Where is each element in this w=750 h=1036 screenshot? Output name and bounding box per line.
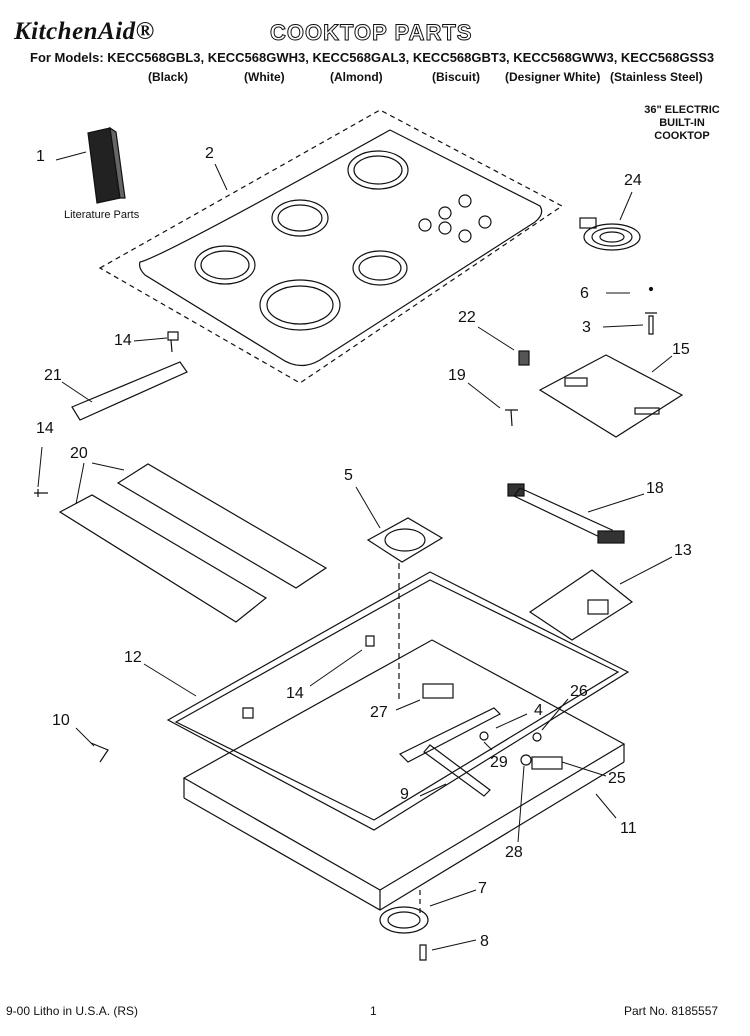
callout-26: 26: [570, 683, 588, 700]
footer-page-number: 1: [370, 1004, 377, 1018]
brand-logo: KitchenAid®: [14, 18, 155, 45]
callout-20: 20: [70, 445, 88, 462]
callout-2: 2: [205, 145, 214, 162]
clip-10: [90, 742, 109, 763]
callout-28: 28: [505, 844, 523, 861]
color-label-almond: (Almond): [330, 70, 383, 84]
callout-9: 9: [400, 786, 409, 803]
callout-14-b: 14: [36, 420, 54, 437]
callout-5: 5: [344, 467, 353, 484]
cooktop-glass: [98, 109, 564, 384]
literature-booklet: [87, 126, 126, 204]
callout-29: 29: [490, 754, 508, 771]
bracket-21: [71, 361, 188, 421]
product-description: 36" ELECTRIC BUILT-IN COOKTOP: [622, 104, 742, 143]
callout-12: 12: [124, 649, 142, 666]
screw-14-b: [34, 489, 48, 497]
callout-11: 11: [620, 820, 637, 837]
bracket-9: [398, 707, 502, 763]
callout-19: 19: [448, 367, 466, 384]
screw-8: [419, 944, 427, 961]
callout-21: 21: [44, 367, 62, 384]
burner-box: [182, 639, 626, 911]
callout-22: 22: [458, 309, 476, 326]
product-line-2: BUILT-IN: [659, 117, 705, 129]
spacer-22: [518, 350, 530, 366]
callout-15: 15: [672, 341, 690, 358]
callout-18: 18: [646, 480, 664, 497]
callout-13: 13: [674, 542, 692, 559]
color-label-designer-white: (Designer White): [505, 70, 601, 84]
color-label-black: (Black): [148, 70, 189, 84]
screw-3: [645, 312, 657, 335]
literature-label: Literature Parts: [64, 209, 140, 221]
callout-4: 4: [534, 702, 543, 719]
bracket-27: [422, 683, 454, 699]
models-line: For Models: KECC568GBL3, KECC568GWH3, KE…: [30, 50, 715, 65]
callout-27: 27: [370, 704, 388, 721]
interface-board: [528, 569, 634, 641]
cooling-fan: [366, 517, 444, 563]
callout-24: 24: [624, 172, 642, 189]
callout-6: 6: [580, 285, 589, 302]
callout-3: 3: [582, 319, 591, 336]
screw-14-c: [365, 635, 375, 647]
footer-litho: 9-00 Litho in U.S.A. (RS): [6, 1004, 139, 1018]
callout-14-a: 14: [114, 332, 132, 349]
color-label-stainless: (Stainless Steel): [610, 70, 703, 84]
terminal-block: [531, 756, 563, 770]
screw-29: [479, 731, 489, 741]
screw-14-a: [167, 331, 179, 353]
grommet-28: [520, 754, 532, 766]
vent-grille: [379, 906, 429, 934]
product-line-1: 36" ELECTRIC: [644, 104, 720, 116]
ribbon-cable: [507, 483, 625, 544]
footer-part-number: Part No. 8185557: [624, 1004, 719, 1018]
callout-14-c: 14: [286, 685, 304, 702]
color-label-biscuit: (Biscuit): [432, 70, 480, 84]
nut-6: [648, 286, 654, 292]
screw-19: [505, 409, 518, 427]
control-board: [538, 354, 684, 438]
product-line-3: COOKTOP: [654, 130, 710, 142]
screw-14-d: [242, 707, 254, 719]
support-rails: [58, 463, 328, 623]
callout-7: 7: [478, 880, 487, 897]
callout-25: 25: [608, 770, 626, 787]
callout-1: 1: [36, 148, 45, 165]
screw-26: [532, 732, 542, 742]
page-title: COOKTOP PARTS: [269, 20, 473, 46]
cooktop-frame: [166, 571, 630, 831]
radiant-element: [579, 217, 641, 251]
color-label-white: (White): [244, 70, 285, 84]
callout-8: 8: [480, 933, 489, 950]
callout-10: 10: [52, 712, 70, 729]
